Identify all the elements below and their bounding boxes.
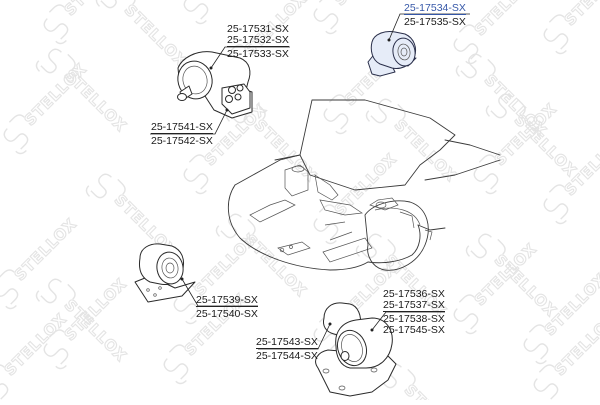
part-label-25-17544-sx[interactable]: 25-17544-SX: [256, 350, 318, 362]
part-label-25-17536-sx[interactable]: 25-17536-SX: [383, 288, 445, 300]
part-label-25-17532-sx[interactable]: 25-17532-SX: [227, 34, 289, 47]
leader-line: [371, 311, 445, 331]
part-label-25-17538-sx[interactable]: 25-17538-SX: [383, 313, 445, 325]
part-label-25-17541-sx[interactable]: 25-17541-SX: [151, 121, 213, 134]
vehicle-outline: [228, 99, 501, 271]
part-label-25-17540-sx[interactable]: 25-17540-SX: [196, 308, 258, 320]
part-label-25-17545-sx[interactable]: 25-17545-SX: [383, 324, 445, 336]
part-label-25-17533-sx[interactable]: 25-17533-SX: [227, 48, 289, 60]
mount-middle-left-drawing[interactable]: [134, 243, 196, 303]
part-label-25-17531-sx[interactable]: 25-17531-SX: [227, 23, 289, 35]
part-label-25-17534-sx[interactable]: 25-17534-SX: [404, 2, 466, 15]
part-label-25-17539-sx[interactable]: 25-17539-SX: [196, 294, 258, 307]
part-label-25-17542-sx[interactable]: 25-17542-SX: [151, 135, 213, 147]
part-label-25-17535-sx[interactable]: 25-17535-SX: [404, 16, 466, 28]
mount-bottom-center-drawing[interactable]: [315, 302, 397, 397]
part-label-25-17543-sx[interactable]: 25-17543-SX: [256, 336, 318, 349]
leader-line: [150, 109, 228, 135]
mount-top-right-drawing[interactable]: [367, 31, 417, 77]
leader-line: [258, 323, 331, 350]
mount-front-left-drawing[interactable]: [174, 51, 253, 119]
part-label-25-17537-sx[interactable]: 25-17537-SX: [383, 299, 445, 312]
leader-line: [210, 46, 290, 69]
